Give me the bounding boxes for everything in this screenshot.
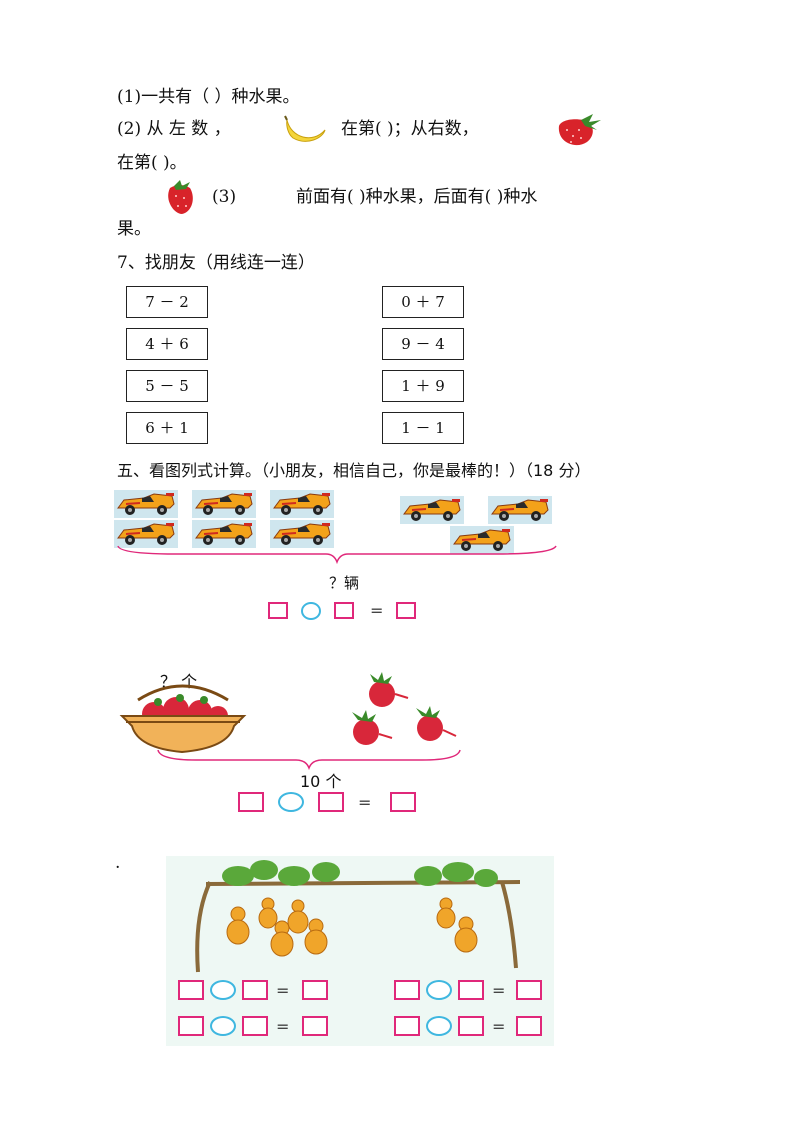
equals-sign: = xyxy=(276,981,290,1000)
race-car-icon xyxy=(114,490,178,518)
stray-dot: . xyxy=(115,853,121,873)
match-right-3[interactable]: 1 ＋ 9 xyxy=(382,370,464,402)
strawberry-icon xyxy=(558,114,601,146)
answer-box[interactable] xyxy=(396,602,416,619)
answer-box[interactable] xyxy=(390,792,416,812)
radish-icon xyxy=(416,706,457,741)
radish-icon xyxy=(352,710,393,745)
race-car-icon xyxy=(400,496,464,524)
gourd-vine-illustration xyxy=(195,860,521,973)
operator-circle[interactable] xyxy=(210,980,236,1000)
answer-box[interactable] xyxy=(268,602,288,619)
match-right-4[interactable]: 1 － 1 xyxy=(382,412,464,444)
brace xyxy=(117,545,557,564)
q6-line4-text: 前面有( )种水果，后面有( )种水 xyxy=(296,187,538,207)
match-left-1[interactable]: 7 － 2 xyxy=(126,286,208,318)
match-left-2[interactable]: 4 ＋ 6 xyxy=(126,328,208,360)
q6-line2-right: 在第( )；从右数， xyxy=(341,119,479,139)
answer-box[interactable] xyxy=(302,1016,328,1036)
match-left-3[interactable]: 5 － 5 xyxy=(126,370,208,402)
race-car-icon xyxy=(192,490,256,518)
q6-line1: (1)一共有（ ）种水果。 xyxy=(117,87,300,107)
race-car-icon xyxy=(114,520,178,548)
brace xyxy=(157,749,461,770)
q6-line5: 果。 xyxy=(117,219,151,239)
answer-box[interactable] xyxy=(458,980,484,1000)
answer-box[interactable] xyxy=(394,980,420,1000)
gourd-panel xyxy=(166,856,554,1046)
answer-box[interactable] xyxy=(238,792,264,812)
answer-box[interactable] xyxy=(458,1016,484,1036)
equals-sign: = xyxy=(370,601,384,620)
match-right-2[interactable]: 9 － 4 xyxy=(382,328,464,360)
q6-line4-label: (3) xyxy=(212,187,237,207)
operator-circle[interactable] xyxy=(426,1016,452,1036)
equals-sign: = xyxy=(358,793,372,812)
race-car-icon xyxy=(488,496,552,524)
radish-icon xyxy=(369,672,409,707)
operator-circle[interactable] xyxy=(210,1016,236,1036)
banana-icon xyxy=(284,115,326,142)
radish-total-label: 10 个 xyxy=(300,772,342,791)
answer-box[interactable] xyxy=(242,980,268,1000)
race-car-icon xyxy=(270,490,334,518)
operator-circle[interactable] xyxy=(301,602,321,620)
answer-box[interactable] xyxy=(178,1016,204,1036)
answer-box[interactable] xyxy=(242,1016,268,1036)
q6-line3: 在第( )。 xyxy=(117,153,187,173)
answer-box[interactable] xyxy=(516,1016,542,1036)
race-car-icon xyxy=(192,520,256,548)
race-car-icon xyxy=(450,526,514,554)
operator-circle[interactable] xyxy=(426,980,452,1000)
basket-icon xyxy=(119,684,247,754)
answer-box[interactable] xyxy=(516,980,542,1000)
equals-sign: = xyxy=(492,1017,506,1036)
section5-title: 五、看图列式计算。（小朋友，相信自己，你是最棒的！）（18 分） xyxy=(117,461,591,480)
match-left-4[interactable]: 6 ＋ 1 xyxy=(126,412,208,444)
cars-question-label: ？辆 xyxy=(329,574,360,592)
equals-sign: = xyxy=(492,981,506,1000)
strawberry-icon xyxy=(168,180,193,214)
answer-box[interactable] xyxy=(394,1016,420,1036)
match-right-1[interactable]: 0 ＋ 7 xyxy=(382,286,464,318)
q6-line2-left: (2) 从 左 数 ， xyxy=(117,119,231,139)
equals-sign: = xyxy=(276,1017,290,1036)
race-car-icon xyxy=(270,520,334,548)
operator-circle[interactable] xyxy=(278,792,304,812)
q7-title: 7、找朋友（用线连一连） xyxy=(117,253,315,273)
answer-box[interactable] xyxy=(302,980,328,1000)
answer-box[interactable] xyxy=(178,980,204,1000)
answer-box[interactable] xyxy=(318,792,344,812)
answer-box[interactable] xyxy=(334,602,354,619)
